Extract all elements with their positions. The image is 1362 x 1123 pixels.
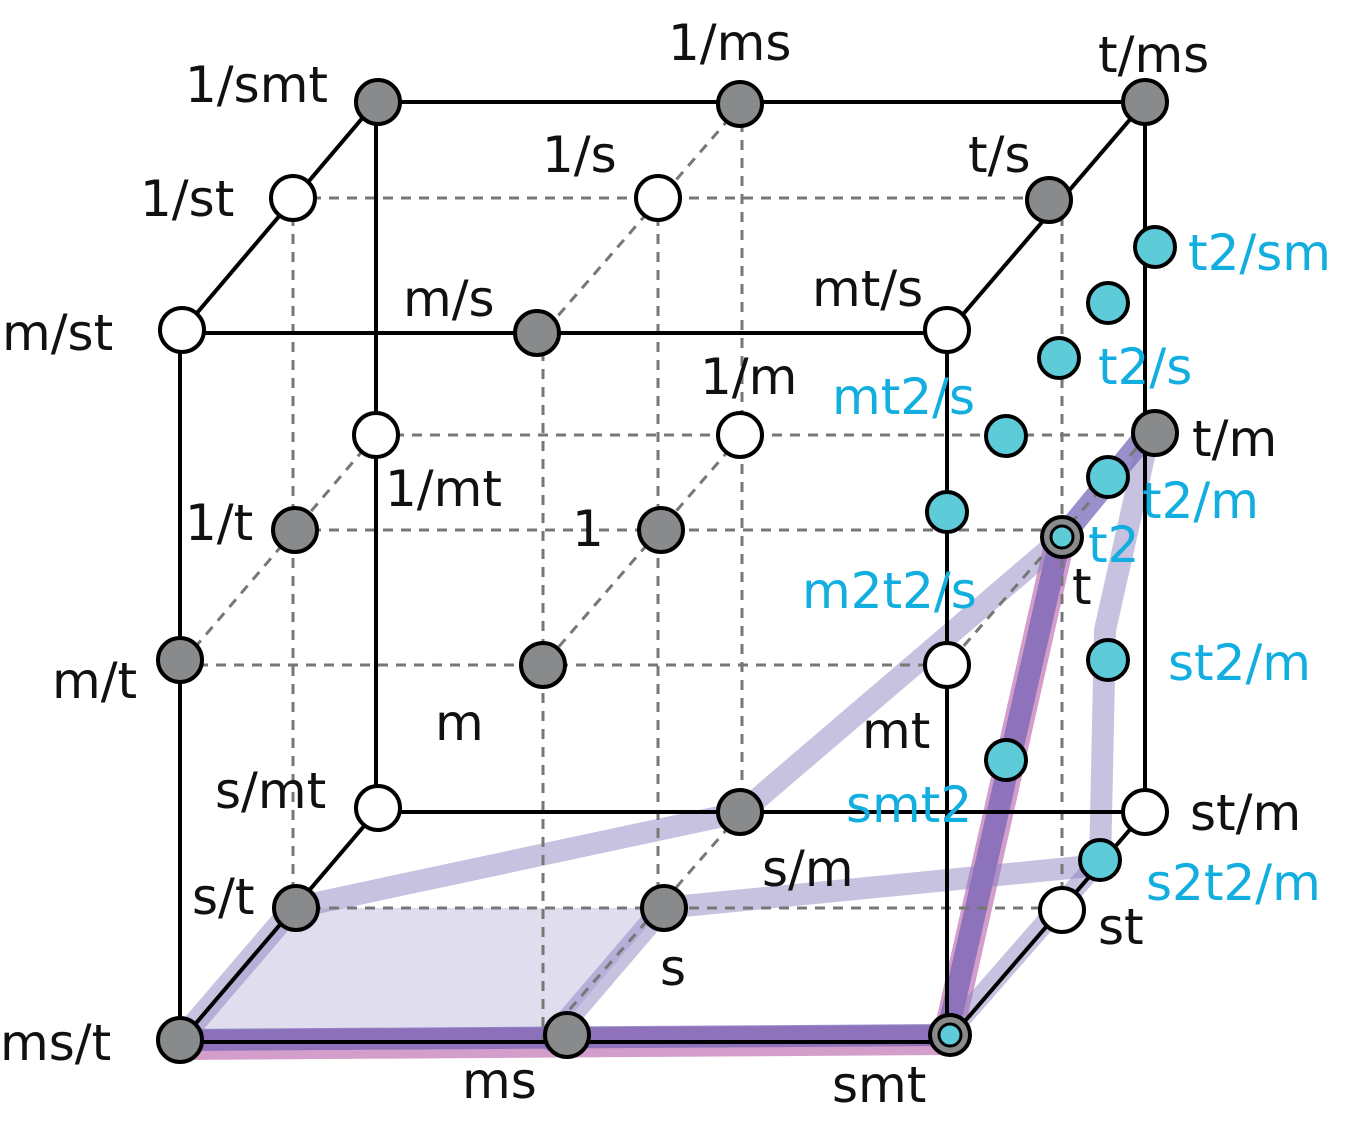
label-1-s: 1/s [542, 126, 617, 184]
label-mt: mt [862, 702, 930, 760]
label-s-mt: s/mt [215, 762, 326, 820]
node-1 [637, 506, 685, 554]
label-t2: t2 [1088, 516, 1139, 574]
node-st-m [1121, 788, 1169, 836]
node-1-smt [354, 78, 402, 126]
node-m2t2-s [925, 490, 969, 534]
white-nodes [158, 174, 1169, 934]
node-s-mt [354, 784, 402, 832]
label-st2-m: st2/m [1168, 634, 1311, 692]
node-smt2 [984, 738, 1028, 782]
node-s [640, 884, 688, 932]
node-mt2-s [984, 414, 1028, 458]
label-smt: smt [832, 1056, 926, 1114]
label-st-m: st/m [1190, 784, 1301, 842]
node-1-m [716, 411, 764, 459]
label-ms-t: ms/t [0, 1014, 111, 1072]
label-m-s: m/s [403, 270, 495, 328]
label-st: st [1098, 898, 1144, 956]
label-s-t: s/t [192, 868, 255, 926]
label-t2-m: t2/m [1142, 472, 1259, 530]
node-t2-m [1086, 455, 1130, 499]
node-m [519, 641, 567, 689]
node-s-m [716, 788, 764, 836]
purple-band-side [937, 850, 1110, 1045]
node-t-ms [1121, 78, 1169, 126]
label-m2t2-s: m2t2/s [802, 562, 977, 620]
label-mt2-s: mt2/s [832, 368, 975, 426]
label-1: 1 [572, 500, 604, 558]
node-m-t [156, 636, 204, 684]
node-m-st [158, 306, 206, 354]
node-m-s [513, 309, 561, 357]
node-labels: 1/smt 1/ms t/ms 1/st 1/s t/s m/st m/s mt… [0, 14, 1301, 1114]
node-mt [923, 641, 971, 689]
node-1-mt [352, 411, 400, 459]
node-s-t [272, 884, 320, 932]
node-1-ms [716, 80, 764, 128]
gray-nodes [156, 78, 1179, 1064]
node-s2t2-m [1078, 838, 1122, 882]
node-1-t [271, 506, 319, 554]
label-t2-sm: t2/sm [1188, 224, 1331, 282]
label-smt2: smt2 [846, 776, 972, 834]
label-1-ms: 1/ms [668, 14, 791, 72]
label-t2-s: t2/s [1098, 338, 1192, 396]
node-ms-t [156, 1016, 204, 1064]
node-ms [543, 1011, 591, 1059]
label-1-t: 1/t [185, 494, 253, 552]
label-1-smt: 1/smt [185, 56, 328, 114]
label-1-m: 1/m [700, 348, 797, 406]
ringed-node-t [1040, 515, 1084, 559]
label-t-ms: t/ms [1098, 26, 1209, 84]
node-1-s [634, 174, 682, 222]
label-ms: ms [462, 1052, 537, 1110]
node-t-m [1131, 409, 1179, 457]
node-t-s [1025, 176, 1073, 224]
label-m-t: m/t [52, 652, 137, 710]
label-1-mt: 1/mt [385, 460, 502, 518]
label-s2t2-m: s2t2/m [1146, 854, 1321, 912]
cyan-nodes [925, 225, 1177, 882]
label-t-m: t/m [1192, 410, 1277, 468]
label-s: s [660, 939, 686, 997]
cyan-labels: t2/sm t2/s mt2/s t2/m t2 m2t2/s st2/m sm… [802, 224, 1331, 912]
node-t2-s [1037, 336, 1081, 380]
label-m: m [435, 694, 484, 752]
node-mt-s [923, 306, 971, 354]
node-t2-sm [1133, 225, 1177, 269]
node-st [1038, 886, 1086, 934]
label-mt-s: mt/s [812, 260, 923, 318]
label-s-m: s/m [762, 840, 854, 898]
shaded-plane [180, 908, 663, 1040]
node-st2-m [1086, 638, 1130, 682]
label-t-s: t/s [968, 126, 1031, 184]
label-t: t [1072, 558, 1092, 616]
ringed-node-smt [928, 1013, 972, 1057]
node-1-st [269, 174, 317, 222]
label-m-st: m/st [2, 304, 113, 362]
label-1-st: 1/st [140, 170, 234, 228]
node-t2-sm-2 [1086, 281, 1130, 325]
